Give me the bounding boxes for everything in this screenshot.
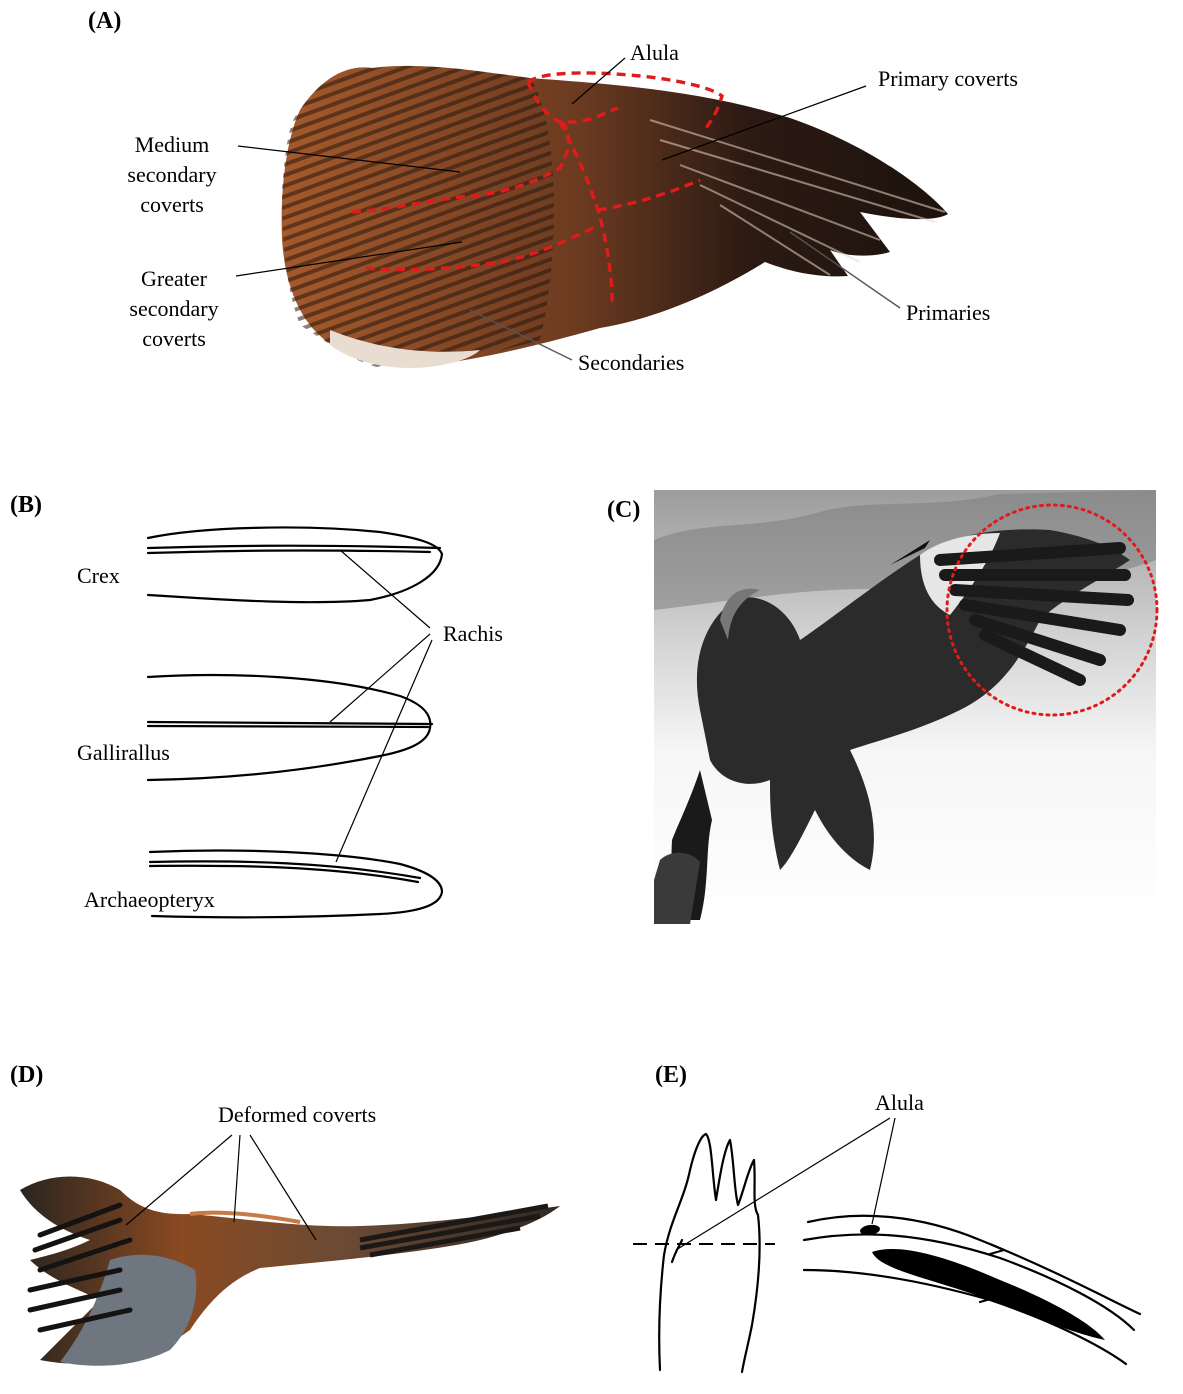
wing-tip-sketch [659,1134,759,1372]
airfoil-section [804,1216,1140,1364]
label-alula-e: Alula [875,1088,924,1118]
